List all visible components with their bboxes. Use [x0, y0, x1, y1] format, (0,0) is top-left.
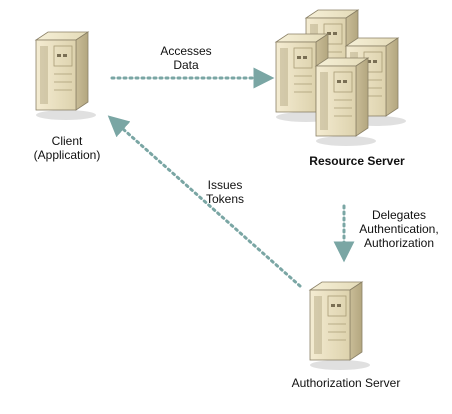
accesses-data-line1: Accesses [160, 44, 212, 58]
delegates-label: Delegates Authentication, Authorization [356, 208, 442, 250]
authorization-server-label: Authorization Server [291, 376, 401, 390]
accesses-data-line2: Data [173, 58, 199, 72]
resource-server-label: Resource Server [309, 154, 405, 168]
client-label: Client (Application) [22, 134, 112, 162]
client-label-line2: (Application) [33, 148, 101, 162]
client-label-line1: Client [51, 134, 83, 148]
resource-server-cluster-icon [275, 9, 407, 147]
issues-tokens-line1: Issues [207, 178, 243, 192]
resource-server-front-icon [315, 57, 377, 147]
authorization-server-icon [309, 281, 371, 371]
issues-tokens-label: Issues Tokens [190, 178, 260, 206]
issues-tokens-arrow [107, 115, 302, 288]
client-server-icon [35, 31, 97, 121]
issues-tokens-line2: Tokens [205, 192, 245, 206]
delegates-line2: Authentication, [359, 222, 439, 236]
accesses-data-label: Accesses Data [146, 44, 226, 72]
delegates-line3: Authorization [363, 236, 435, 250]
delegates-line1: Delegates [371, 208, 427, 222]
